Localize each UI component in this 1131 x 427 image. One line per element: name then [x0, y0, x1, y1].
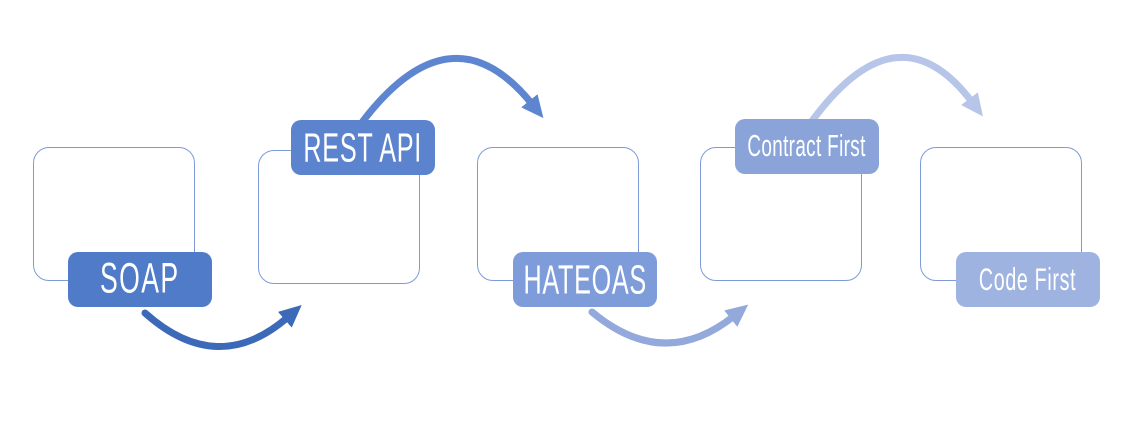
badge-rest-api-label: REST API: [303, 123, 423, 170]
badge-hateoas: HATEOAS: [513, 252, 657, 307]
badge-rest-api: REST API: [291, 120, 435, 175]
badge-code-first-label: Code First: [979, 261, 1077, 297]
badge-contract-first-label: Contract First: [747, 129, 867, 163]
badge-soap: SOAP: [68, 252, 212, 307]
badge-soap-label: SOAP: [100, 255, 180, 303]
arrow-hateoas-to-contract-first: [588, 304, 749, 347]
badge-hateoas-label: HATEOAS: [523, 255, 647, 302]
arrow-rest-api-to-hateoas: [359, 55, 544, 125]
badge-contract-first: Contract First: [735, 119, 879, 174]
arrow-contract-first-to-code-first: [808, 53, 983, 125]
arrow-soap-to-rest-api: [141, 305, 302, 350]
badge-code-first: Code First: [956, 252, 1100, 307]
